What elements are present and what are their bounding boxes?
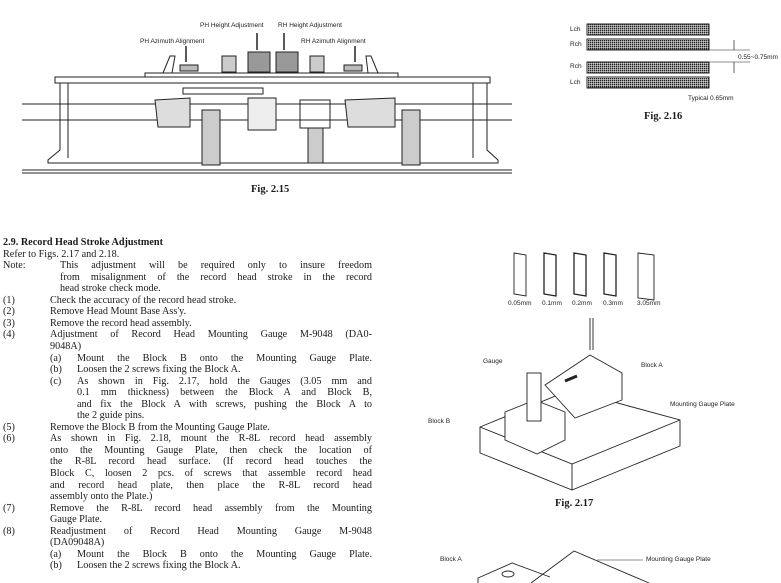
step-text: assembly onto the Plate.) bbox=[50, 491, 153, 503]
step-text: the R-8L record head surface. (If record… bbox=[50, 456, 372, 468]
label-block-b: Block B bbox=[428, 418, 451, 425]
note-line: head stroke check mode. bbox=[60, 283, 161, 295]
step-text: (DA09048A) bbox=[50, 537, 105, 549]
track-label: Lch bbox=[570, 26, 581, 33]
track-label: Rch bbox=[570, 63, 582, 70]
note-line: This adjustment will be required only to… bbox=[60, 260, 372, 272]
substep-letter: (b) bbox=[50, 364, 62, 376]
gauge-thickness-label: 3.05mm bbox=[637, 300, 661, 307]
track-label: Lch bbox=[570, 79, 581, 86]
label-plate: Mounting Gauge Plate bbox=[670, 401, 735, 408]
step-text: Remove the Block B from the Mounting Gau… bbox=[50, 421, 270, 433]
gauge-thickness-label: 0.1mm bbox=[542, 300, 562, 307]
substep-letter: (c) bbox=[50, 375, 62, 387]
step-text: Readjustment of Record Head Mounting Gau… bbox=[50, 525, 372, 537]
substep-text: Loosen the 2 screws fixing the Block A. bbox=[77, 364, 241, 376]
gap-label: 0.55~0.75mm bbox=[738, 54, 778, 61]
fig-2-17-caption: Fig. 2.17 bbox=[555, 498, 594, 509]
fig-2-16-caption: Fig. 2.16 bbox=[644, 111, 683, 122]
step-text: onto the Mounting Gauge Plate, then chec… bbox=[50, 444, 372, 456]
step-text: Remove the R-8L record head assembly fro… bbox=[50, 502, 372, 514]
typical-label: Typical 0.65mm bbox=[688, 95, 734, 102]
step-number: (1) bbox=[3, 294, 15, 306]
step-number: (4) bbox=[3, 329, 15, 341]
note-line: from misalignment of the record head str… bbox=[60, 271, 372, 283]
step-number: (8) bbox=[3, 525, 15, 537]
step-text: Remove the record head assembly. bbox=[50, 317, 192, 329]
track-label: Rch bbox=[570, 41, 582, 48]
step-text: Block C, loosen 2 pcs. of screws that as… bbox=[50, 468, 372, 479]
label-rh-height: RH Height Adjustment bbox=[278, 22, 342, 29]
gauge-thickness-label: 0.3mm bbox=[603, 300, 623, 307]
step-text: Adjustment of Record Head Mounting Gauge… bbox=[50, 329, 372, 341]
substep-text: Mount the Block B onto the Mounting Gaug… bbox=[77, 352, 372, 364]
step-text: and record head plate, then place the R-… bbox=[50, 479, 372, 491]
substep-letter: (a) bbox=[50, 548, 62, 560]
step-text: As shown in Fig. 2.18, mount the R-8L re… bbox=[50, 433, 372, 445]
refer-text: Refer to Figs. 2.17 and 2.18. bbox=[3, 248, 120, 260]
section-title: 2.9. Record Head Stroke Adjustment bbox=[3, 237, 163, 248]
substep-text: As shown in Fig. 2.17, hold the Gauges (… bbox=[77, 375, 372, 387]
label-block-a-2: Block A bbox=[440, 556, 462, 563]
label-rh-azimuth: RH Azimuth Alignment bbox=[301, 38, 366, 45]
fig-2-15-caption: Fig. 2.15 bbox=[251, 184, 290, 195]
label-ph-height: PH Height Adjustment bbox=[200, 22, 264, 29]
note-label: Note: bbox=[3, 260, 26, 272]
substep-text: the 2 guide pins. bbox=[77, 410, 145, 422]
gauge-thickness-label: 0.2mm bbox=[572, 300, 592, 307]
step-text: 9048A) bbox=[50, 340, 82, 352]
substep-text: and fix the Block A with screws, pushing… bbox=[77, 398, 372, 410]
step-text: Gauge Plate. bbox=[50, 514, 103, 526]
substep-letter: (b) bbox=[50, 560, 62, 572]
step-text: Remove Head Mount Base Ass'y. bbox=[50, 306, 187, 318]
step-number: (3) bbox=[3, 317, 15, 329]
label-gauge: Gauge bbox=[483, 358, 503, 365]
substep-letter: (a) bbox=[50, 352, 62, 364]
label-plate-2: Mounting Gauge Plate bbox=[646, 556, 711, 563]
step-number: (2) bbox=[3, 306, 15, 318]
step-number: (5) bbox=[3, 421, 15, 433]
step-text: Check the accuracy of the record head st… bbox=[50, 294, 237, 306]
label-ph-azimuth: PH Azimuth Alignment bbox=[140, 38, 205, 45]
step-number: (7) bbox=[3, 502, 15, 514]
substep-text: Mount the Block B onto the Mounting Gaug… bbox=[77, 548, 372, 560]
substep-text: Loosen the 2 screws fixing the Block A. bbox=[77, 560, 241, 572]
substep-text: 0.1 mm thickness) between the Block A an… bbox=[77, 387, 372, 399]
gauge-thickness-label: 0.05mm bbox=[508, 300, 532, 307]
label-block-a: Block A bbox=[641, 362, 663, 369]
step-number: (6) bbox=[3, 433, 15, 445]
